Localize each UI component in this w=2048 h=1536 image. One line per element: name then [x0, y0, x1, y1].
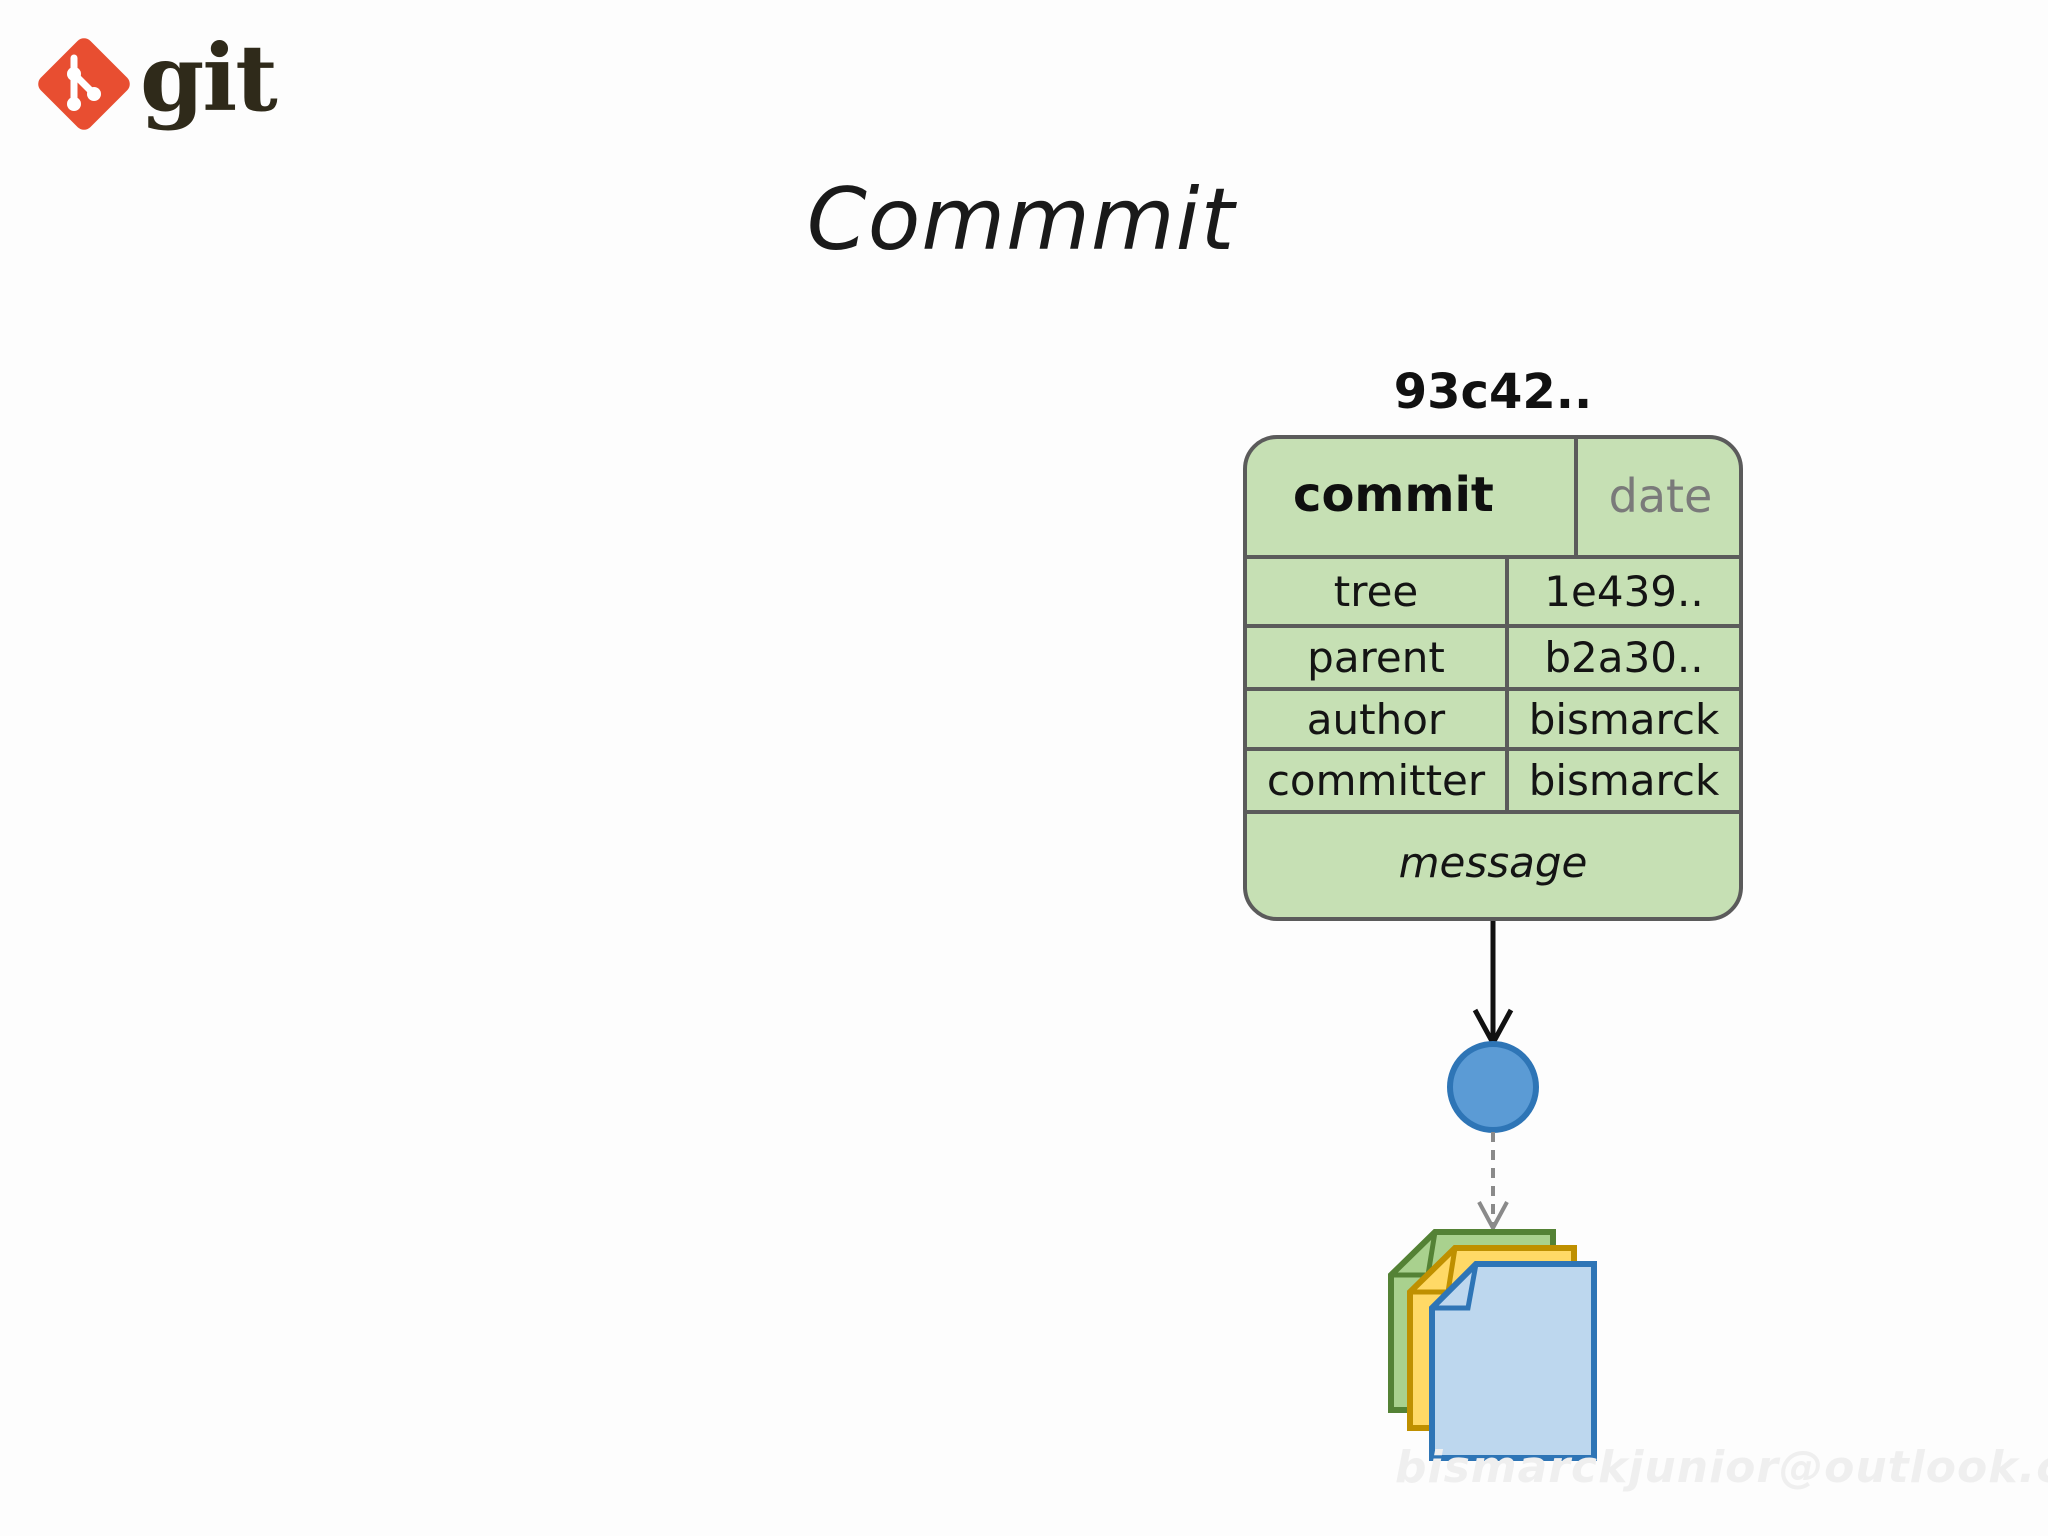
commit-hash: 93c42..: [1393, 364, 1593, 420]
field-separator: [1505, 691, 1509, 747]
field-value: 1e439..: [1544, 567, 1704, 616]
commit-to-tree-arrow: [1472, 921, 1514, 1049]
stacked-files-icon: [1388, 1229, 1597, 1461]
tree-to-files-arrow: [1477, 1132, 1509, 1233]
field-separator: [1505, 628, 1509, 687]
field-row-tree: tree 1e439..: [1247, 559, 1739, 628]
field-row-author: author bismarck: [1247, 691, 1739, 751]
commit-message-label: message: [1398, 837, 1588, 887]
logo-text: git: [140, 24, 278, 132]
field-key: tree: [1333, 567, 1419, 616]
watermark: bismarckjunior@outlook.com: [1395, 1442, 2048, 1493]
field-value: bismarck: [1528, 694, 1720, 744]
commit-header: commit date: [1247, 439, 1739, 559]
file-icon-blue: [1429, 1261, 1597, 1461]
field-key: author: [1306, 694, 1446, 744]
field-separator: [1505, 751, 1509, 810]
git-logo: git: [34, 24, 278, 144]
commit-type-label: commit: [1293, 467, 1494, 523]
header-divider: [1574, 439, 1578, 555]
field-value: bismarck: [1528, 756, 1720, 805]
field-value: b2a30..: [1544, 633, 1704, 682]
slide-title: Commmit: [806, 170, 1236, 270]
field-separator: [1505, 559, 1509, 624]
field-key: parent: [1307, 633, 1445, 682]
tree-node-circle-icon: [1447, 1041, 1539, 1133]
git-diamond-icon: [38, 38, 130, 130]
commit-date-label: date: [1608, 469, 1713, 523]
field-row-committer: committer bismarck: [1247, 751, 1739, 814]
field-row-parent: parent b2a30..: [1247, 628, 1739, 691]
commit-object-box: commit date tree 1e439.. parent b2a30.. …: [1243, 435, 1743, 921]
field-key: committer: [1266, 756, 1486, 805]
